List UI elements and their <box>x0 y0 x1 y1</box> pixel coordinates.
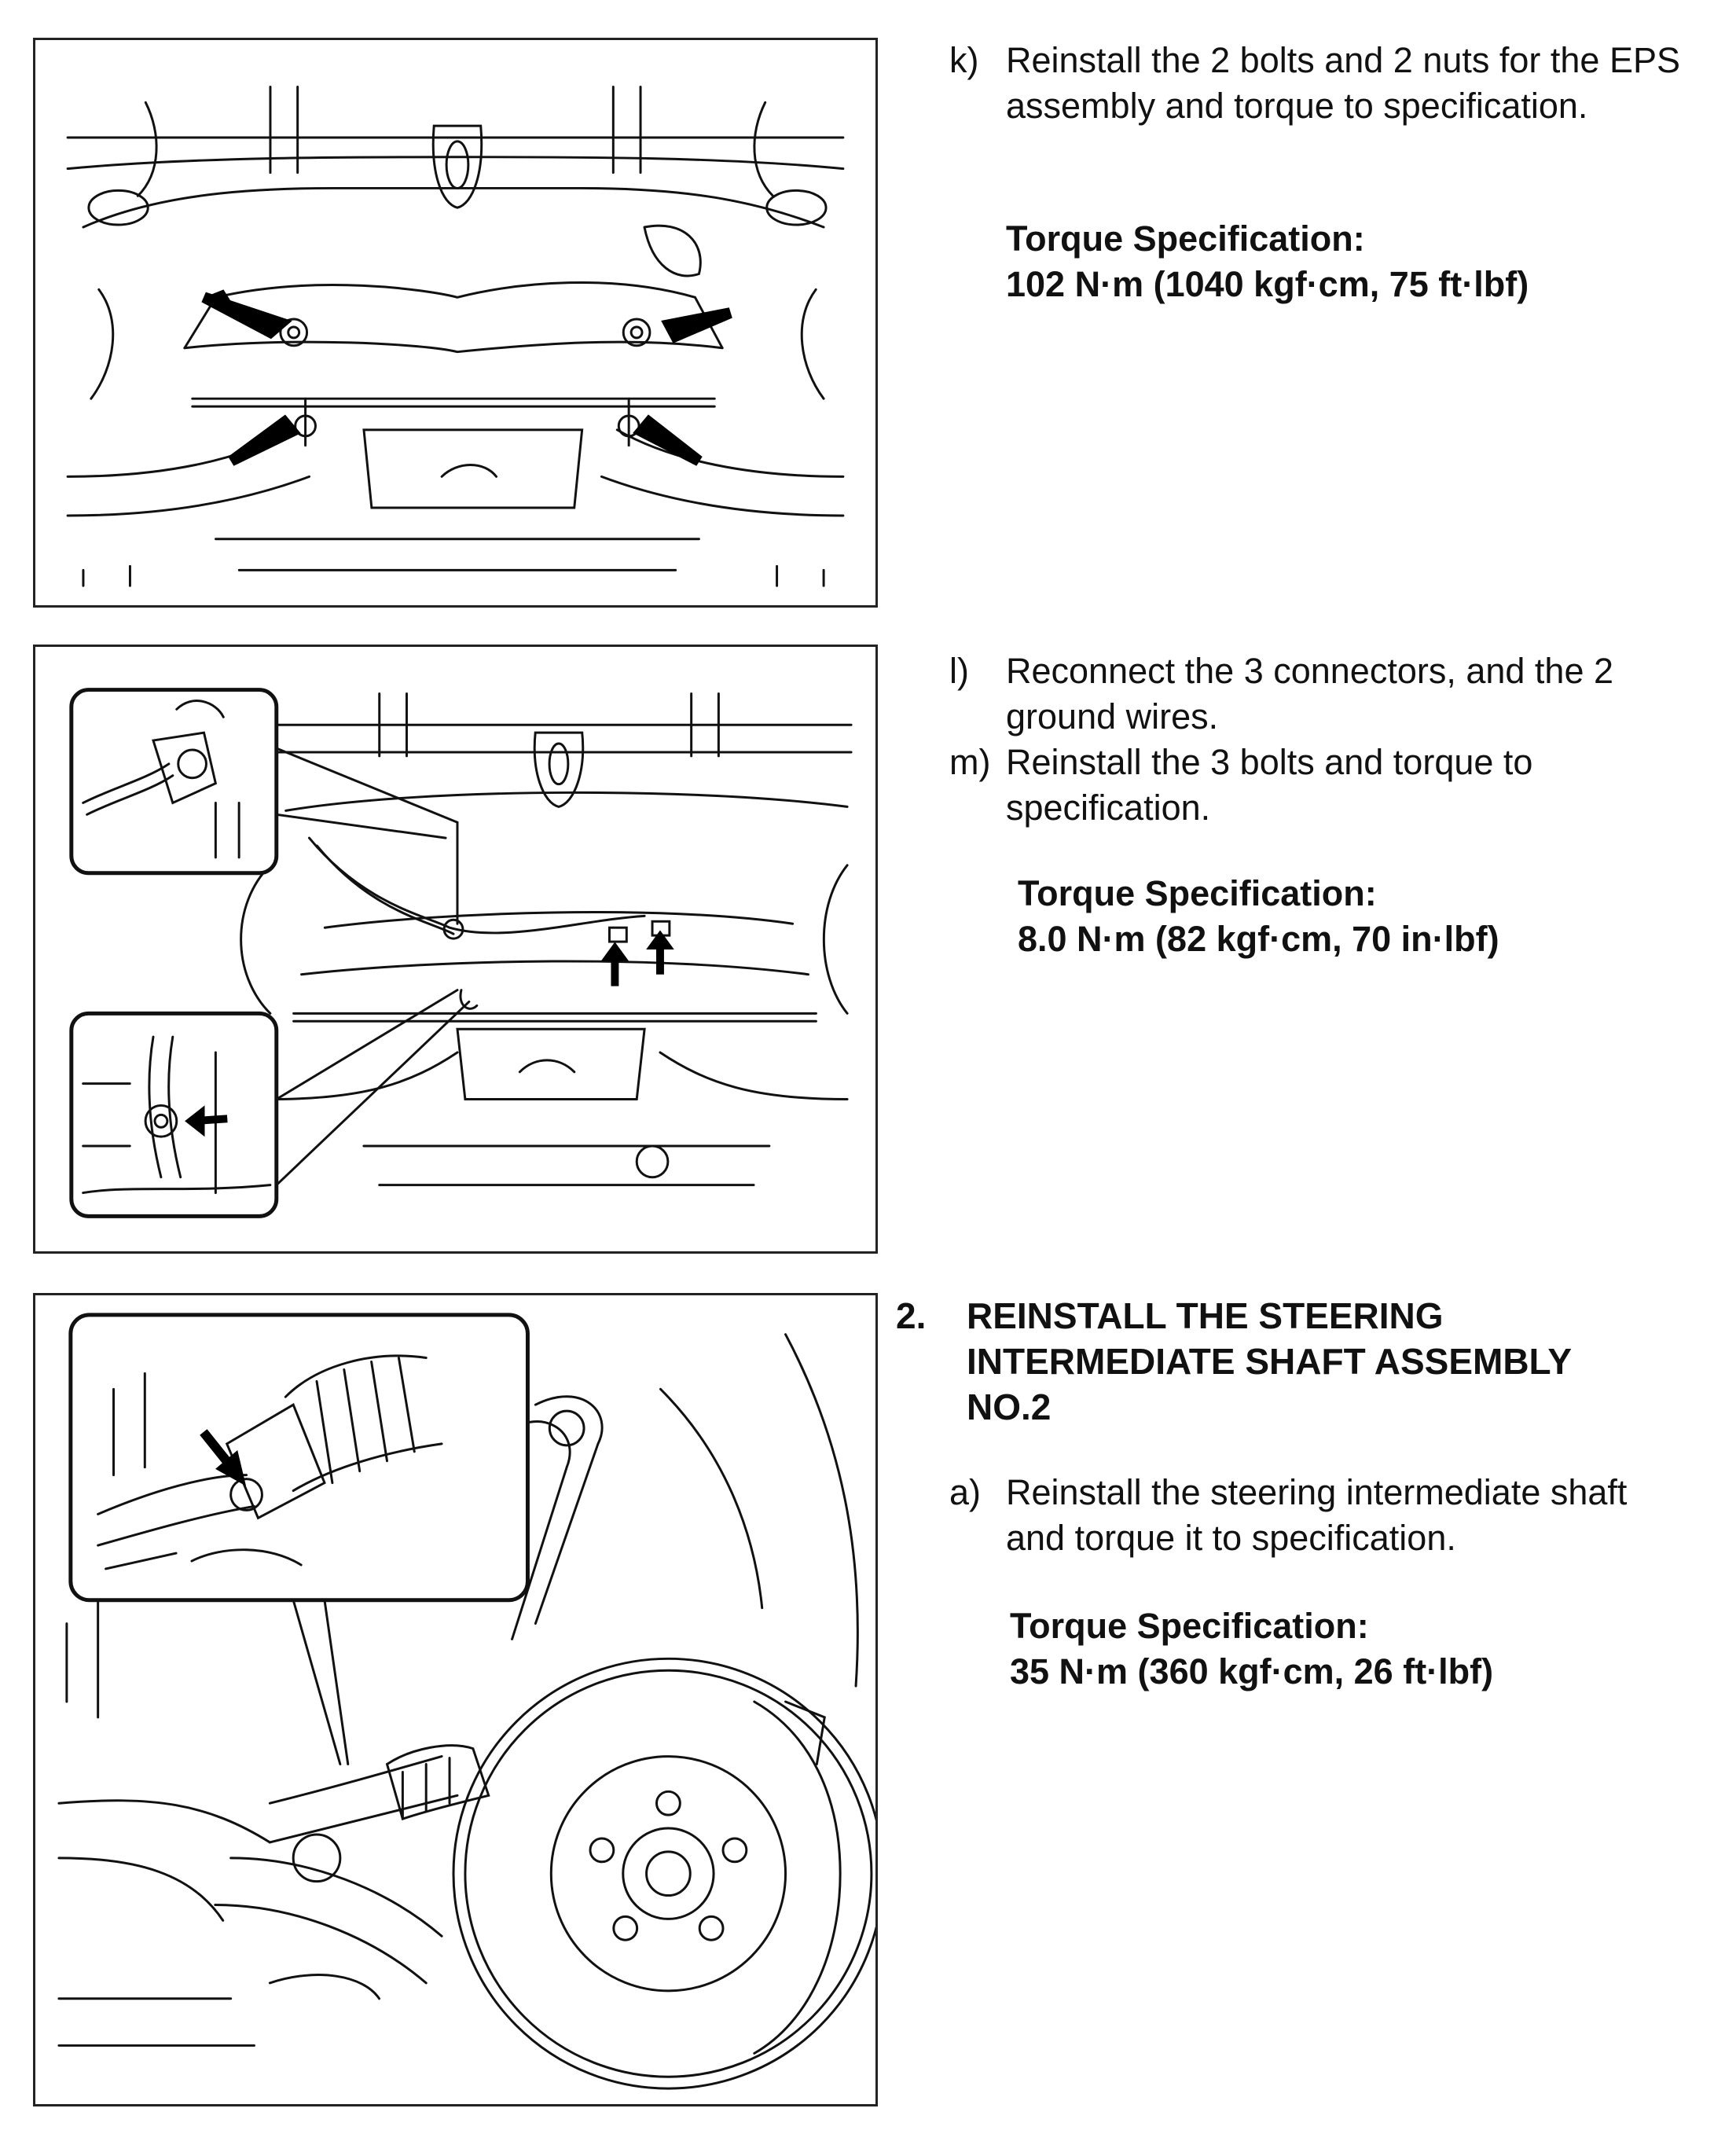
step-a: a) Reinstall the steering intermediate s… <box>949 1470 1688 1561</box>
torque-spec-2-title: Torque Specification: <box>1018 873 1377 913</box>
torque-spec-1: Torque Specification: 102 N·m (1040 kgf·… <box>1006 216 1697 307</box>
torque-spec-1-title: Torque Specification: <box>1006 219 1365 259</box>
figure-intermediate-shaft <box>33 1293 878 2106</box>
torque-spec-3-title: Torque Specification: <box>1010 1606 1369 1646</box>
step-l-text: Reconnect the 3 connectors, and the 2 gr… <box>1006 651 1614 736</box>
step-k-text: Reinstall the 2 bolts and 2 nuts for the… <box>1006 40 1681 126</box>
torque-spec-1-value: 102 N·m (1040 kgf·cm, 75 ft·lbf) <box>1006 264 1529 304</box>
step-l-label: l) <box>949 651 969 691</box>
figure-eps-bolts <box>33 38 878 608</box>
step-a-text: Reinstall the steering intermediate shaf… <box>1006 1472 1628 1558</box>
section-number: 2. <box>896 1295 927 1336</box>
torque-spec-3-value: 35 N·m (360 kgf·cm, 26 ft·lbf) <box>1010 1651 1494 1691</box>
figure-connectors <box>33 645 878 1254</box>
section-heading-2: 2. REINSTALL THE STEERING INTERMEDIATE S… <box>896 1293 1658 1430</box>
step-m-text: Reinstall the 3 bolts and torque to spec… <box>1006 742 1533 828</box>
step-l: l) Reconnect the 3 connectors, and the 2… <box>949 648 1688 740</box>
torque-spec-2-value: 8.0 N·m (82 kgf·cm, 70 in·lbf) <box>1018 919 1499 959</box>
step-k: k) Reinstall the 2 bolts and 2 nuts for … <box>949 38 1688 129</box>
step-m: m) Reinstall the 3 bolts and torque to s… <box>949 740 1688 831</box>
eps-crossmember-illustration <box>66 86 845 587</box>
section-title: REINSTALL THE STEERING INTERMEDIATE SHAF… <box>967 1295 1572 1427</box>
connectors-illustration <box>69 688 853 1218</box>
torque-spec-2: Torque Specification: 8.0 N·m (82 kgf·cm… <box>1018 871 1694 962</box>
intermediate-shaft-illustration <box>57 1313 875 2090</box>
step-m-label: m) <box>949 742 991 782</box>
step-k-label: k) <box>949 40 979 80</box>
step-a-label: a) <box>949 1472 982 1512</box>
torque-spec-3: Torque Specification: 35 N·m (360 kgf·cm… <box>1010 1603 1694 1695</box>
